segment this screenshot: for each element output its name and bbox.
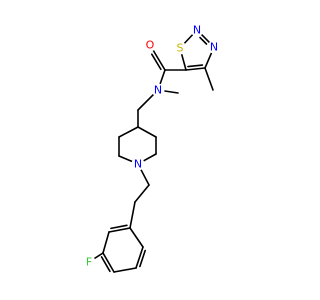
bond-a2-a3 (102, 231, 110, 254)
bond-a5-a6 (135, 246, 144, 269)
bond-c4-me4 (204, 67, 214, 91)
bond-n2-n3-second (199, 36, 208, 45)
bond-p5-p4 (137, 126, 157, 138)
bond-c4-c5-second (187, 64, 204, 68)
atom-label-npip: N (134, 158, 142, 171)
atom-bg-npip (131, 157, 145, 171)
atom-bg-n3 (207, 40, 221, 54)
atom-bg-o (143, 38, 157, 52)
bond-a3-a4 (102, 252, 115, 273)
bond-namide-nme (163, 90, 179, 94)
bond-a5-a6-second (139, 249, 146, 268)
bond-ccarb-namide (159, 69, 166, 86)
bond-npip-e1 (139, 168, 150, 186)
bond-e1-e2 (134, 184, 150, 203)
atom-label-n2: N (193, 24, 201, 37)
bond-ccarb-o-second (150, 53, 162, 71)
bond-p4-p3 (118, 126, 139, 138)
atom-label-o: O (146, 39, 155, 52)
bond-npip-p6 (142, 153, 157, 162)
bond-a1-a2-second (110, 224, 128, 230)
bond-a1-a2 (108, 227, 131, 233)
bond-a6-a1 (129, 227, 144, 248)
bond-s-n2 (183, 33, 194, 45)
bond-c4-c5 (185, 67, 206, 71)
atom-bg-f (82, 255, 96, 269)
atom-label-s: S (177, 42, 184, 55)
atom-bg-n2 (190, 23, 204, 37)
bond-ccarb-o (152, 49, 166, 71)
atom-label-f: F (86, 256, 92, 269)
bond-n3-c4 (204, 51, 213, 69)
bond-a3-f (93, 252, 104, 260)
bond-namide-ch2a (137, 93, 155, 111)
bond-a4-a5 (113, 267, 137, 273)
atom-label-namide: N (154, 84, 162, 97)
atom-bg-namide (151, 83, 165, 97)
atom-label-n3: N (210, 41, 218, 54)
bond-c5-s (180, 52, 187, 71)
atom-bg-s (173, 41, 187, 55)
bond-e2-a1 (129, 201, 136, 229)
bond-p2-npip (118, 155, 134, 163)
bond-n2-n3 (200, 33, 211, 44)
bond-a3-a4-second (100, 256, 111, 273)
